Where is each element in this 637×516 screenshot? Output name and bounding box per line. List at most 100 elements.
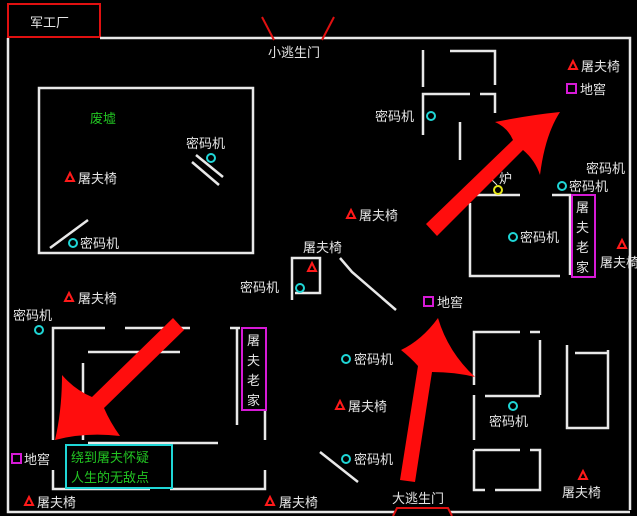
chair-icon — [64, 170, 76, 182]
note-line-2: 人生的无敌点 — [71, 470, 149, 486]
big-exit-label: 大逃生门 — [392, 492, 444, 507]
small-exit-label: 小逃生门 — [268, 46, 320, 61]
generator-icon — [206, 153, 216, 163]
chair-marker: 屠夫椅 — [567, 58, 620, 75]
cellar-label: 地窖 — [580, 82, 606, 98]
generator-marker: 密码机 — [557, 179, 608, 195]
chair-marker: 屠夫椅 — [23, 494, 76, 511]
generator-marker: 密码机 — [186, 136, 225, 163]
top-walls — [421, 49, 497, 160]
generator-marker: 密码机 — [489, 401, 528, 430]
hunter-home-box — [571, 194, 596, 278]
generator-icon — [341, 454, 351, 464]
chair-icon — [63, 290, 75, 302]
chair-icon — [264, 494, 276, 506]
generator-label: 密码机 — [80, 236, 119, 252]
chair-marker: 屠夫椅 — [334, 398, 387, 415]
generator-marker: 密码机 — [68, 236, 119, 252]
hunter-home-box — [241, 327, 267, 411]
big-exit-marker — [392, 507, 453, 516]
furnace-icon — [493, 185, 503, 195]
generator-marker: 密码机 — [586, 161, 625, 177]
hunter-home-char: 屠 — [247, 334, 260, 349]
generator-icon — [426, 111, 436, 121]
wall — [195, 154, 224, 178]
chair-icon — [577, 468, 589, 480]
generator-label: 密码机 — [240, 280, 279, 296]
hunter-home-char: 老 — [576, 241, 589, 256]
chair-label: 屠夫椅 — [359, 209, 398, 224]
chair-label: 屠夫椅 — [78, 292, 117, 307]
chair-icon — [616, 237, 628, 249]
furnace-pointer — [491, 179, 498, 186]
route-arrow-north — [400, 318, 475, 482]
generator-marker: 密码机 — [341, 452, 393, 468]
generator-icon — [295, 283, 305, 293]
note-line-1: 绕到屠夫怀疑 — [71, 450, 149, 466]
chair-icon — [306, 260, 318, 272]
hunter-home-char: 屠 — [576, 201, 589, 216]
generator-label: 密码机 — [354, 452, 393, 468]
hunter-home-char: 家 — [576, 260, 589, 276]
cellar-icon — [11, 453, 22, 464]
generator-marker: 密码机 — [240, 280, 305, 296]
chair-icon — [345, 207, 357, 219]
cellar-label: 地窖 — [437, 295, 463, 311]
chair-label: 屠夫椅 — [600, 256, 637, 271]
generator-marker: 密码机 — [341, 352, 393, 368]
route-arrow-southwest — [55, 318, 184, 440]
chair-label: 屠夫椅 — [348, 400, 387, 415]
generator-marker: 密码机 — [375, 109, 436, 125]
ruins-wall — [37, 86, 255, 255]
chair-marker: 屠夫椅 — [600, 237, 637, 271]
generator-label: 密码机 — [375, 109, 414, 125]
cellar-icon — [423, 296, 434, 307]
cellar-marker: 地窖 — [423, 295, 463, 311]
map-title: 军工厂 — [30, 16, 69, 31]
chair-label: 屠夫椅 — [37, 496, 76, 511]
small-exit-marker — [261, 16, 275, 41]
chair-marker: 屠夫椅 — [303, 241, 342, 272]
chair-icon — [334, 398, 346, 410]
generator-label: 密码机 — [354, 352, 393, 368]
generator-icon — [34, 325, 44, 335]
chair-label: 屠夫椅 — [581, 60, 620, 75]
wall — [191, 161, 220, 186]
route-arrow-northeast — [426, 112, 560, 236]
generator-label: 密码机 — [13, 308, 52, 324]
cellar-label: 地窖 — [24, 452, 50, 468]
chair-icon — [567, 58, 579, 70]
cellar-marker: 地窖 — [566, 82, 606, 98]
cellar-icon — [566, 83, 577, 94]
hunter-home-char: 家 — [247, 393, 260, 409]
generator-label: 密码机 — [186, 136, 225, 152]
generator-label: 密码机 — [520, 230, 559, 246]
chair-marker: 屠夫椅 — [562, 468, 601, 501]
map-title-box — [7, 3, 101, 38]
chair-marker: 屠夫椅 — [63, 290, 117, 307]
chair-label: 屠夫椅 — [303, 241, 342, 256]
generator-label: 密码机 — [569, 179, 608, 195]
chair-marker: 屠夫椅 — [345, 207, 398, 224]
bottom-right-rooms — [472, 330, 542, 492]
generator-icon — [557, 181, 567, 191]
wall — [49, 218, 89, 250]
generator-label: 密码机 — [489, 414, 528, 430]
generator-marker: 密码机 — [13, 308, 52, 335]
generator-marker: 密码机 — [508, 230, 559, 246]
hunter-home-char: 老 — [247, 374, 260, 389]
generator-label: 密码机 — [586, 161, 625, 177]
chair-icon — [23, 494, 35, 506]
furnace-label: 炉 — [499, 172, 512, 187]
center-walls — [290, 256, 397, 311]
far-right-room — [565, 345, 610, 430]
generator-icon — [508, 232, 518, 242]
generator-icon — [68, 238, 78, 248]
note-box — [65, 444, 173, 489]
cellar-marker: 地窖 — [11, 452, 50, 468]
ruins-label: 废墟 — [90, 111, 116, 127]
chair-marker: 屠夫椅 — [264, 494, 318, 511]
chair-label: 屠夫椅 — [562, 486, 601, 501]
hunter-home-char: 夫 — [247, 354, 260, 369]
